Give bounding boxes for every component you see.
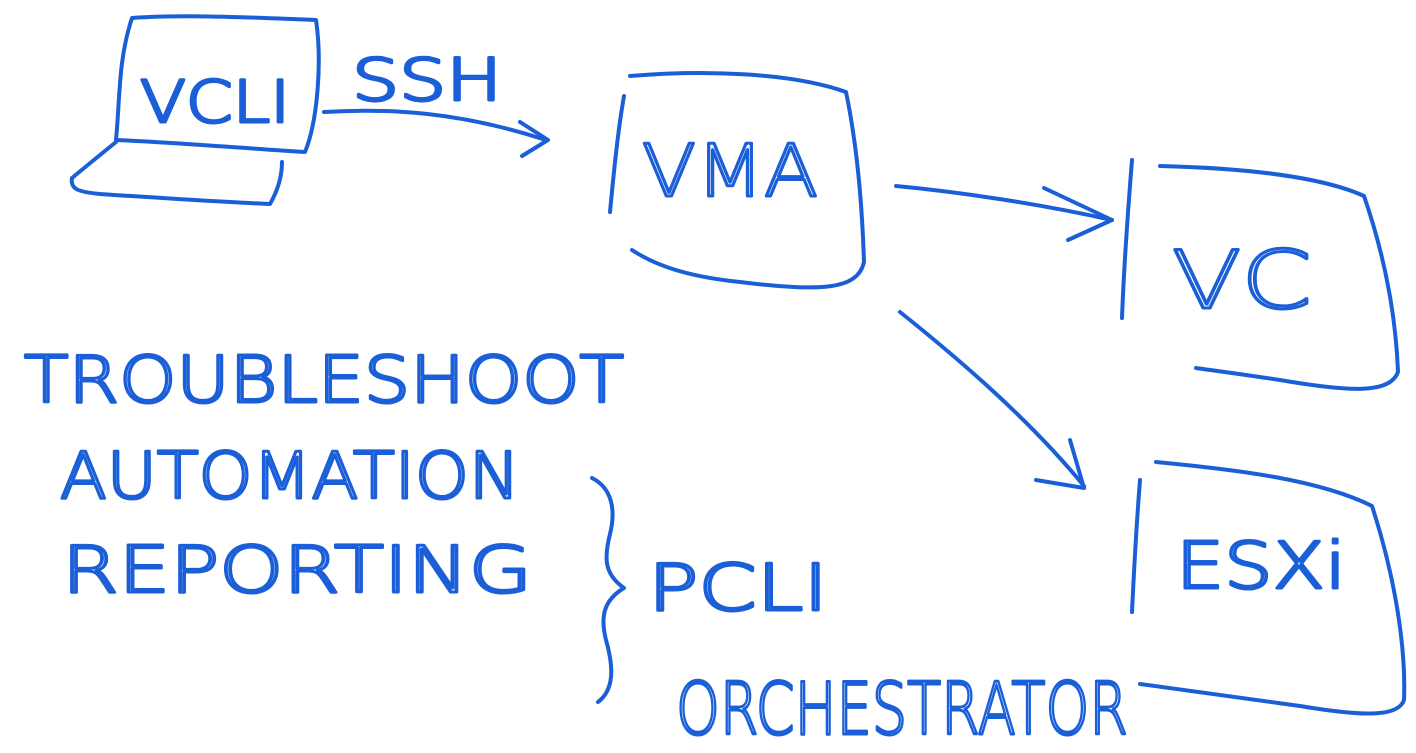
- laptop-base-outline: [69, 140, 284, 206]
- use-case-item: AUTOMATION: [60, 440, 520, 514]
- arrowhead-vma-to-esxi: [1034, 438, 1086, 490]
- esxi-label: ESXi: [1176, 530, 1346, 604]
- ssh-edge-label: SSH: [352, 46, 502, 114]
- laptop-screen-outline: [114, 14, 321, 154]
- edge-vma-vc: [894, 184, 1114, 242]
- vma-box-outline: [628, 71, 866, 290]
- curly-brace: [590, 476, 626, 704]
- use-case-list: TROUBLESHOOT AUTOMATION REPORTING: [23, 343, 626, 610]
- node-vc: VC: [1120, 158, 1400, 391]
- edge-vma-esxi: [898, 310, 1086, 490]
- tool-item: PCLI: [648, 552, 828, 626]
- node-vcli: VCLI: [69, 14, 321, 206]
- grouped-tools: PCLI ORCHESTRATOR: [647, 551, 1130, 753]
- arrowhead-vma-to-vc: [1042, 186, 1114, 242]
- edge-vcli-vma: SSH: [322, 45, 550, 158]
- vcli-label: VCLI: [140, 68, 290, 136]
- vma-box-left-edge: [608, 94, 626, 214]
- arrowhead-vcli-to-vma: [518, 120, 550, 158]
- arrow-vma-to-vc: [894, 184, 1114, 222]
- use-case-item: TROUBLESHOOT: [24, 344, 624, 418]
- node-esxi: ESXi: [1130, 460, 1407, 716]
- tool-item: ORCHESTRATOR: [676, 667, 1128, 751]
- esxi-box-outline: [1138, 460, 1407, 716]
- node-vma: VMA: [608, 71, 866, 290]
- esxi-box-left-edge: [1130, 478, 1142, 614]
- arrow-vma-to-esxi: [898, 310, 1086, 488]
- use-case-item: REPORTING: [62, 534, 532, 608]
- arrow-vcli-to-vma: [322, 108, 548, 142]
- vc-box-left-edge: [1120, 158, 1134, 320]
- vc-box-outline: [1158, 164, 1400, 391]
- vma-label: VMA: [642, 129, 818, 213]
- vc-label: VC: [1172, 234, 1312, 327]
